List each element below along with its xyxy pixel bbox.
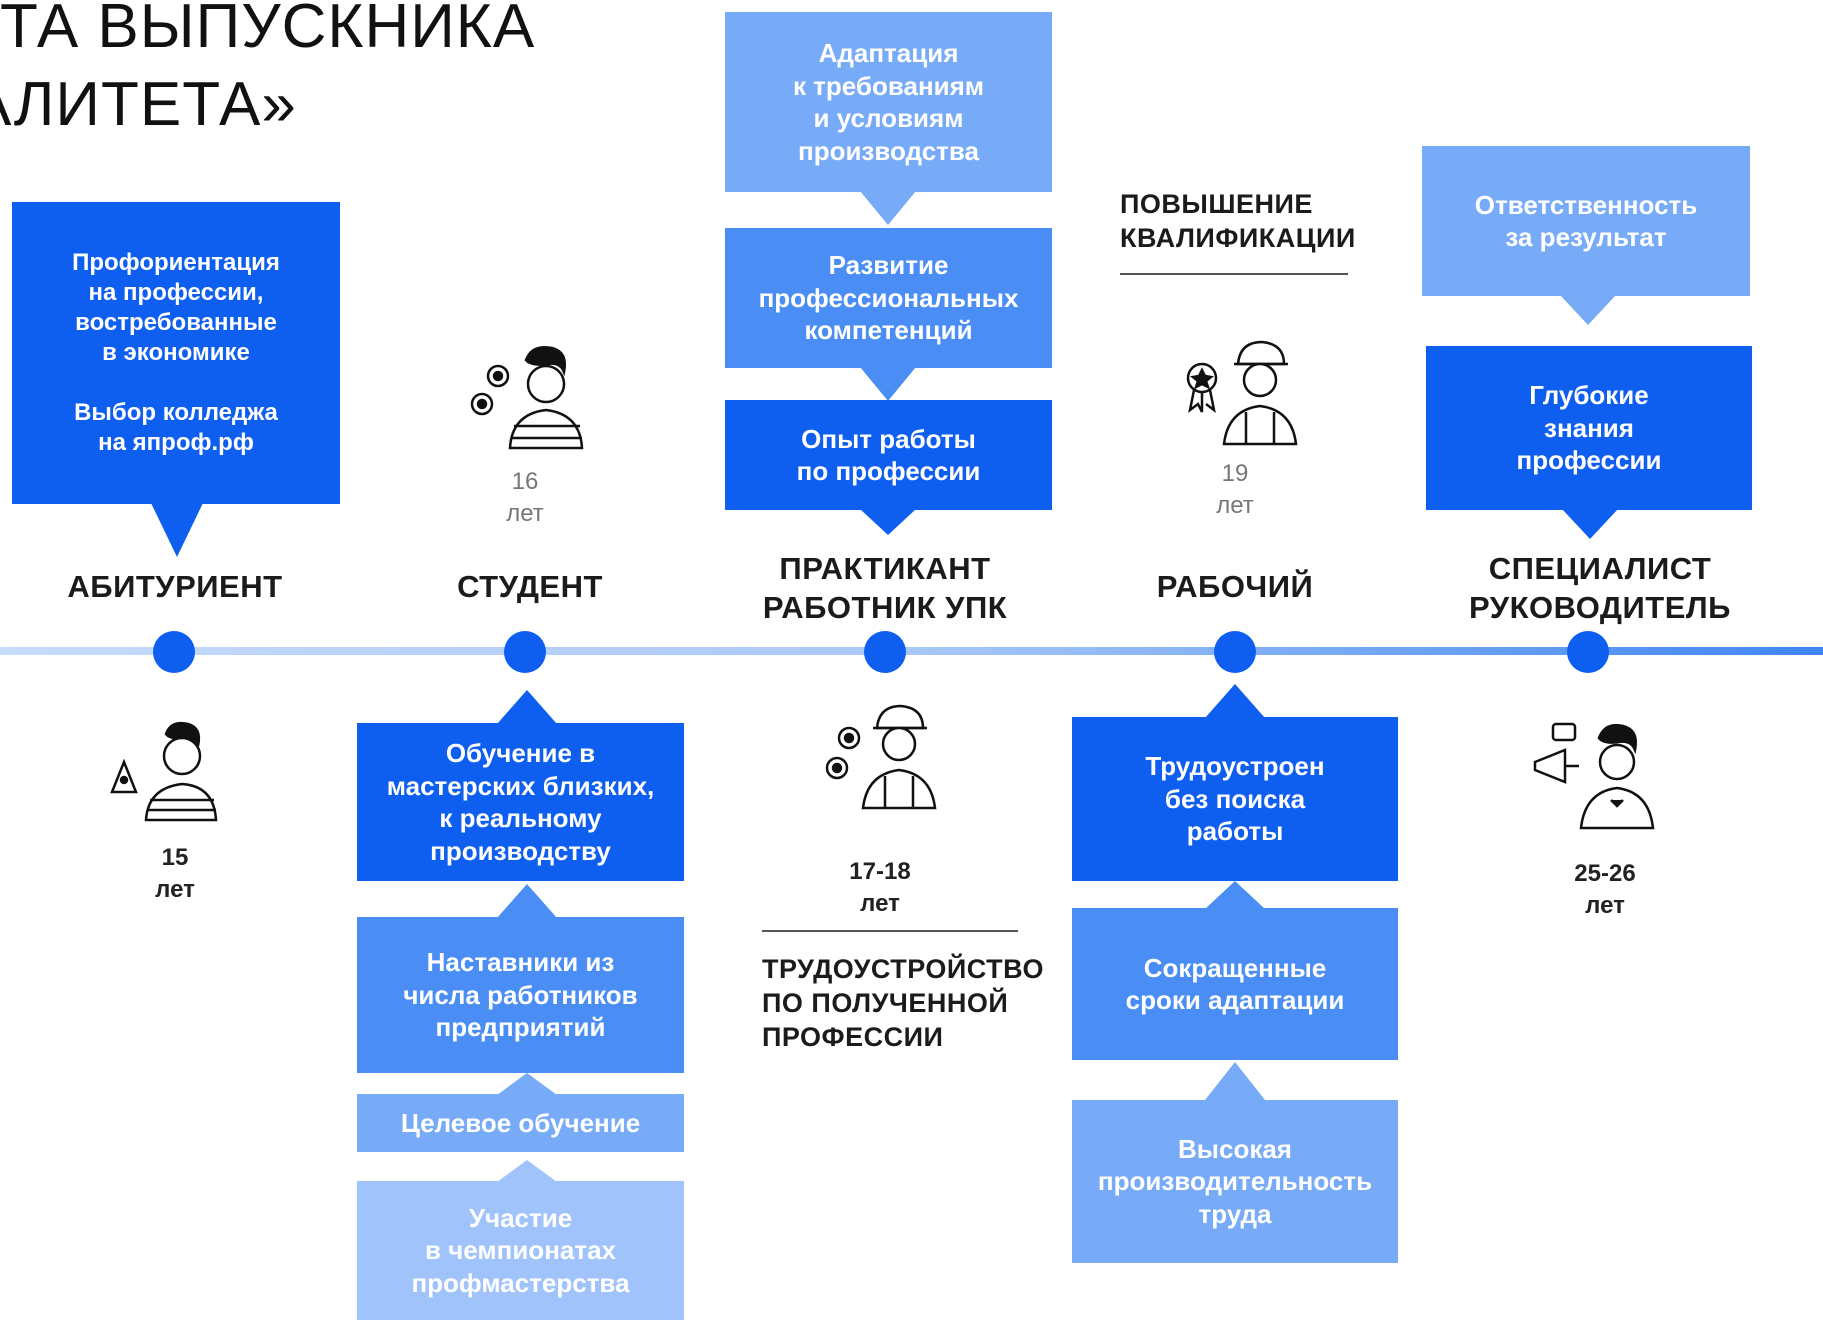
note-employment-rule [762, 930, 1018, 932]
gears-icon [470, 346, 584, 450]
box-work-experience: Опыт работы по профессии [725, 400, 1052, 510]
timeline-dot-intern [864, 631, 906, 673]
award-badge-icon [1186, 340, 1298, 446]
timeline-dot-worker [1214, 631, 1256, 673]
pointer-deep-knowledge [1562, 509, 1618, 539]
pointer-adaptation-terms [1205, 881, 1265, 909]
student-icon [110, 721, 218, 822]
box-mentors: Наставники из числа работников предприят… [357, 917, 684, 1073]
box-productivity: Высокая производительность труда [1072, 1100, 1398, 1263]
box-deep-knowledge: Глубокие знания профессии [1426, 346, 1752, 510]
box-workshop-training: Обучение в мастерских близких, к реально… [357, 723, 684, 881]
timeline-dot-specialist [1567, 631, 1609, 673]
pointer-competencies [860, 367, 916, 401]
box-adaptation-terms: Сокращенные сроки адаптации [1072, 908, 1398, 1060]
pointer-targeted-training [497, 1073, 557, 1095]
stage-label-applicant: АБИТУРИЕНТ [67, 569, 283, 604]
hard-hat-worker-icon [825, 704, 937, 810]
pointer-applicant [151, 503, 203, 557]
timeline-dot-applicant [153, 631, 195, 673]
box-adaptation: Адаптация к требованиям и условиям произ… [725, 12, 1052, 192]
pointer-student [497, 690, 557, 724]
box-employed: Трудоустроен без поиска работы [1072, 717, 1398, 881]
box-targeted-training: Целевое обучение [357, 1094, 684, 1152]
box-competencies: Развитие профессиональных компетенций [725, 228, 1052, 368]
stage-label-worker: РАБОЧИЙ [1156, 569, 1314, 604]
pointer-mentors [497, 884, 557, 918]
age-student: 16 лет [506, 468, 544, 528]
note-employment: ТРУДОУСТРОЙСТВО ПО ПОЛУЧЕННОЙ ПРОФЕССИИ [762, 954, 1044, 1052]
pointer-adaptation [860, 191, 916, 225]
pointer-responsibility [1560, 295, 1616, 325]
box-responsibility: Ответственность за результат [1422, 146, 1750, 296]
note-qualification-rule [1120, 273, 1348, 275]
pointer-worker [1205, 684, 1265, 718]
megaphone-icon [1533, 722, 1655, 830]
pointer-championships [497, 1160, 557, 1182]
page-title-line-2: АЛИТЕТА» [0, 70, 297, 139]
page-title-line-1: ТА ВЫПУСКНИКА [0, 0, 536, 61]
box-championships: Участие в чемпионатах профмастерства [357, 1181, 684, 1320]
age-worker: 19 лет [1216, 460, 1254, 520]
pointer-work-experience [860, 509, 916, 535]
age-specialist: 25-26 лет [1574, 860, 1636, 920]
timeline-dot-student [504, 631, 546, 673]
pointer-productivity [1205, 1062, 1265, 1100]
stage-label-student: СТУДЕНТ [457, 569, 603, 604]
age-applicant: 15 лет [155, 844, 195, 904]
box-career-guidance: Профориентация на профессии, востребован… [12, 202, 340, 504]
stage-label-intern: ПРАКТИКАНТ РАБОТНИК УПК [762, 551, 1008, 625]
age-intern: 17-18 лет [849, 858, 911, 918]
note-qualification: ПОВЫШЕНИЕ КВАЛИФИКАЦИИ [1120, 189, 1356, 253]
stage-label-specialist: СПЕЦИАЛИСТ РУКОВОДИТЕЛЬ [1469, 551, 1731, 625]
